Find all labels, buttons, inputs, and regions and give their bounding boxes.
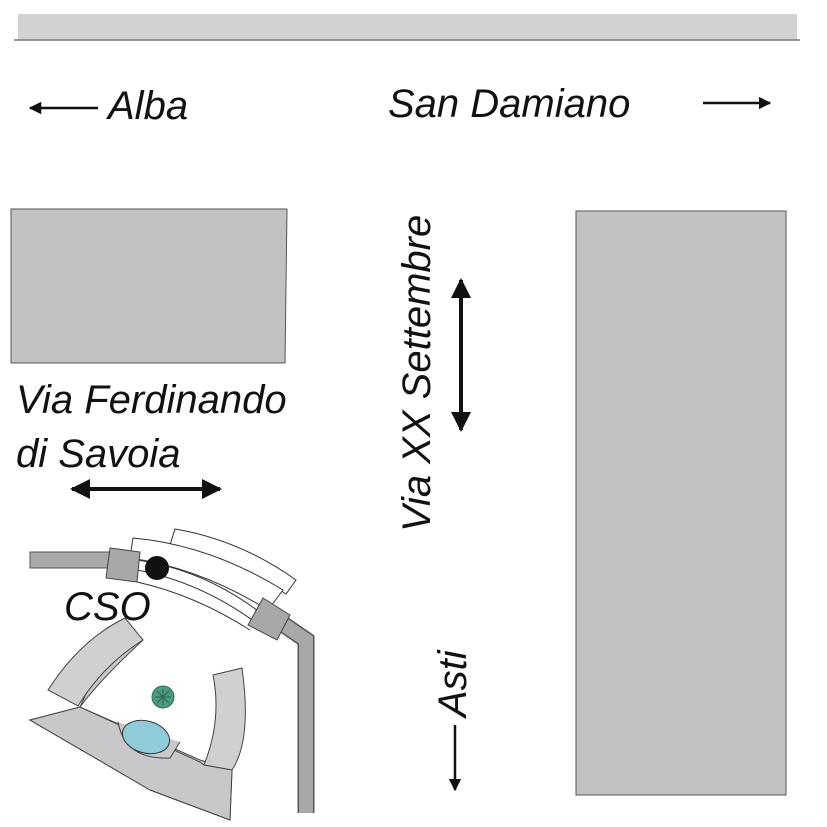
stairs-left <box>47 617 144 707</box>
fountain <box>121 719 171 755</box>
label-via-xx-settembre: Via XX Settembre <box>395 215 439 532</box>
top-road-band <box>18 14 797 40</box>
chamber-left <box>105 547 141 583</box>
pipe-left <box>29 551 111 569</box>
label-san-damiano: San Damiano <box>388 82 630 126</box>
building-left <box>10 208 288 364</box>
label-di-savoia: di Savoia <box>16 432 181 476</box>
cso-marker <box>145 556 169 580</box>
label-via-ferdinando: Via Ferdinando <box>16 378 287 422</box>
label-asti: Asti <box>431 649 475 719</box>
label-cso: CSO <box>64 585 151 629</box>
label-alba: Alba <box>106 84 188 128</box>
building-right <box>575 210 787 796</box>
chamber-right <box>247 597 291 641</box>
cso-site: CSO <box>28 528 315 821</box>
